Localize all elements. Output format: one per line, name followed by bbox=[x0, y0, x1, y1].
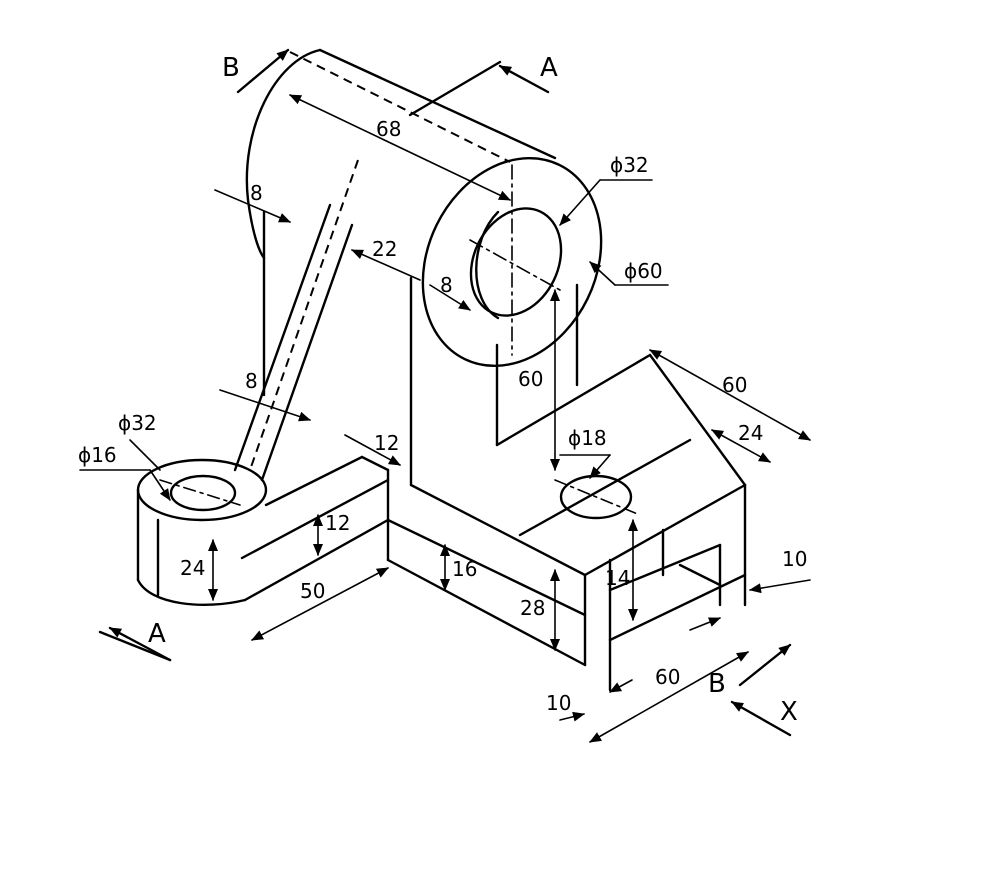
dim-50: 50 bbox=[300, 579, 325, 603]
view-labels: B A A B X bbox=[148, 53, 798, 727]
dim-28: 28 bbox=[520, 596, 545, 620]
view-label-b-top: B bbox=[222, 53, 240, 83]
dim-60-width: 60 bbox=[655, 665, 680, 689]
dim-8-top: 8 bbox=[250, 181, 263, 205]
base-block bbox=[409, 353, 747, 692]
dim-60-depth: 60 bbox=[722, 373, 747, 397]
dim-10-bottom: 10 bbox=[546, 691, 571, 715]
view-label-b-bottom: B bbox=[708, 669, 726, 699]
dim-24-slot: 24 bbox=[738, 421, 763, 445]
dim-phi18: ϕ18 bbox=[568, 426, 607, 450]
view-label-a-bottom: A bbox=[148, 619, 166, 649]
view-arrows bbox=[98, 48, 792, 737]
dim-24-boss: 24 bbox=[180, 556, 205, 580]
dimension-lines bbox=[79, 94, 811, 743]
dim-10-right: 10 bbox=[782, 547, 807, 571]
cylinder-housing bbox=[245, 48, 603, 487]
rib bbox=[233, 159, 359, 482]
dim-12-arm: 12 bbox=[325, 511, 350, 535]
dim-14: 14 bbox=[605, 566, 630, 590]
dim-phi60: ϕ60 bbox=[624, 259, 663, 283]
dim-phi32-top: ϕ32 bbox=[610, 153, 649, 177]
dim-22: 22 bbox=[372, 237, 397, 261]
view-label-a-top: A bbox=[540, 53, 558, 83]
dim-8-rib: 8 bbox=[245, 369, 258, 393]
dim-68: 68 bbox=[376, 117, 401, 141]
dim-phi32-boss: ϕ32 bbox=[118, 411, 157, 435]
view-label-x: X bbox=[780, 697, 798, 727]
dim-60-height: 60 bbox=[518, 367, 543, 391]
dim-12-top: 12 bbox=[374, 431, 399, 455]
dim-8-bore: 8 bbox=[440, 273, 453, 297]
dimension-labels: 68 8 22 8 ϕ32 ϕ60 60 8 ϕ32 ϕ16 12 12 24 … bbox=[78, 117, 807, 715]
dim-16: 16 bbox=[452, 557, 477, 581]
dim-phi16: ϕ16 bbox=[78, 443, 117, 467]
